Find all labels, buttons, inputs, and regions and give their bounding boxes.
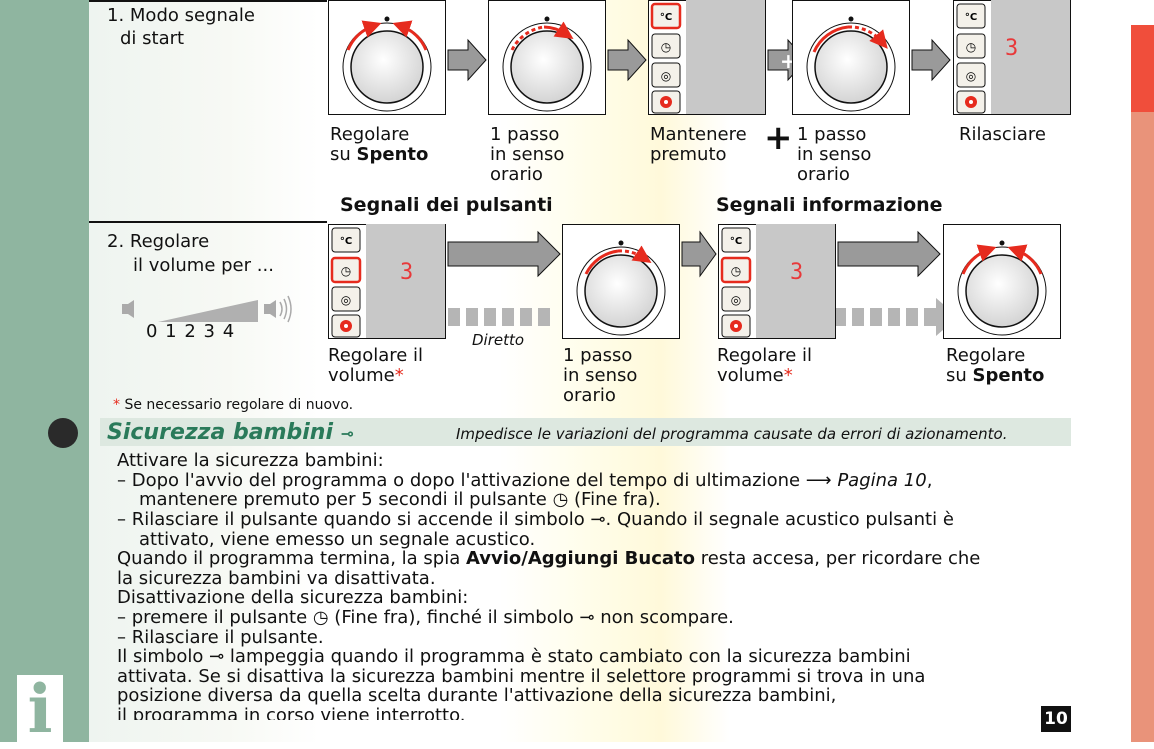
left-sidebar (0, 0, 89, 742)
info-icon: i (17, 670, 63, 748)
step2-label: 2. Regolare (107, 231, 210, 252)
svg-text:◎: ◎ (731, 293, 741, 307)
body-line-13: posizione diversa da quella scelta duran… (117, 685, 837, 706)
body-line-2: – Dopo l'avvio del programma o dopo l'at… (117, 470, 933, 491)
svg-text:◎: ◎ (341, 293, 351, 307)
body-line-4: – Rilasciare il pulsante quando si accen… (117, 509, 954, 530)
right-margin-bar-accent (1131, 25, 1154, 112)
body-line-7: la sicurezza bambini va disattivata. (117, 568, 436, 589)
svg-text:◷: ◷ (341, 264, 352, 278)
display-digit-2: 3 (400, 260, 414, 285)
body-line-3: mantenere premuto per 5 secondi il pulsa… (139, 489, 661, 510)
svg-text:◎: ◎ (661, 69, 671, 83)
button-panel-4: °C ◷ ◎ (718, 224, 836, 339)
body-line-5: attivato, viene emesso un segnale acusti… (139, 529, 536, 550)
section-title: Sicurezza bambini ⊸ (107, 420, 355, 445)
svg-text:°C: °C (730, 236, 742, 247)
volume-scale-numbers: 0 1 2 3 4 (146, 321, 236, 342)
caption-1-4: 1 passo in senso orario (797, 124, 872, 185)
body-line-9: – premere il pulsante ◷ (Fine fra), finc… (117, 607, 734, 628)
caption-1-5: Rilasciare (959, 124, 1046, 145)
plus-icon: + (764, 118, 793, 158)
step2-label-cont: il volume per ... (133, 255, 274, 276)
knob-panel-1 (328, 0, 446, 115)
caption-2-4b: su Spento (946, 365, 1045, 386)
body-line-6: Quando il programma termina, la spia Avv… (117, 548, 981, 569)
display-digit-3: 3 (790, 260, 804, 285)
header-button-signals: Segnali dei pulsanti (340, 194, 553, 216)
header-info-signals: Segnali informazione (716, 194, 943, 216)
body-line-14: il programma in corso viene interrotto. (117, 706, 466, 720)
direct-label: Diretto (472, 331, 525, 349)
button-panel-1: °C ◷ ◎ (648, 0, 766, 115)
body-line-8: Disattivazione della sicurezza bambini: (117, 587, 469, 608)
knob-panel-5 (943, 224, 1061, 339)
top-rule (89, 0, 327, 2)
body-line-10: – Rilasciare il pulsante. (117, 627, 324, 648)
caption-1-3: Mantenere premuto (650, 124, 747, 165)
step1-label: 1. Modo segnale (107, 5, 255, 26)
caption-2-3: Regolare il (717, 345, 813, 366)
display-digit-1: 3 (1005, 36, 1019, 61)
knob-panel-3 (792, 0, 910, 115)
body-line-12: attivata. Se si disattiva la sicurezza b… (117, 666, 926, 687)
svg-text:◷: ◷ (966, 40, 977, 54)
right-margin-bar (1131, 25, 1154, 742)
svg-text:◷: ◷ (661, 40, 672, 54)
step1-label-cont: di start (120, 28, 185, 49)
caption-2-1: Regolare il (328, 345, 424, 366)
column-tint-left (89, 0, 319, 742)
column-tint-middle (500, 0, 730, 742)
caption-2-1b: volume* (328, 365, 404, 386)
footnote: * Se necessario regolare di nuovo. (113, 397, 354, 413)
svg-text:°C: °C (660, 12, 672, 23)
volume-scale-icon (122, 295, 292, 323)
button-panel-2: °C ◷ ◎ (953, 0, 1071, 115)
caption-1-2: 1 passo in senso orario (490, 124, 565, 185)
section-note: Impedisce le variazioni del programma ca… (456, 425, 1008, 443)
body-line-11: Il simbolo ⊸ lampeggia quando il program… (117, 646, 911, 667)
svg-text:°C: °C (340, 236, 352, 247)
section-bullet-icon (48, 418, 78, 448)
knob-panel-2 (488, 0, 606, 115)
caption-2-2: 1 passo in senso orario (563, 345, 638, 406)
body-line-1: Attivare la sicurezza bambini: (117, 450, 384, 471)
step2-diagram: °C ◷ ◎ °C ◷ ◎ (328, 224, 1061, 339)
caption-1-1b: su Spento (330, 144, 429, 165)
page-number: 10 (1041, 706, 1071, 732)
svg-text:°C: °C (965, 12, 977, 23)
svg-text:◷: ◷ (731, 264, 742, 278)
caption-2-3b: volume* (717, 365, 793, 386)
step2-rule (89, 221, 327, 223)
knob-panel-4 (562, 224, 680, 339)
button-panel-3: °C ◷ ◎ (328, 224, 446, 339)
caption-2-4: Regolare (946, 345, 1026, 366)
svg-text:◎: ◎ (966, 69, 976, 83)
caption-1-1: Regolare (330, 124, 410, 145)
section-header-bar (100, 418, 1071, 446)
key-icon: ⊸ (340, 424, 355, 443)
step1-diagram: °C ◷ ◎ + °C ◷ ◎ (328, 0, 1071, 115)
